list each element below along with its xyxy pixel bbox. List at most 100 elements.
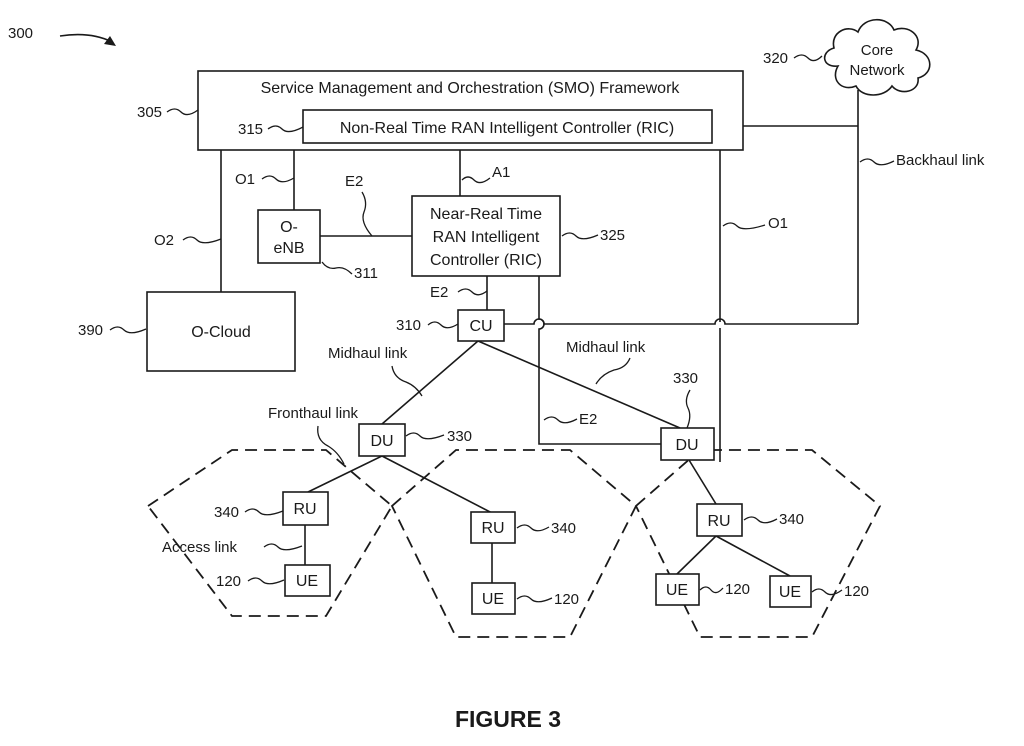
label-midhaul-right: Midhaul link [566, 339, 646, 356]
leader-core-network [793, 54, 823, 62]
leader-access [263, 543, 303, 551]
leader-ru-middle [516, 524, 550, 532]
ocloud-label: O-Cloud [191, 324, 251, 341]
ref-ue-middle: 120 [554, 591, 579, 608]
fronthaul-link-middle [381, 455, 495, 515]
ref-smo: 305 [137, 104, 162, 121]
near-rt-ric-label-line2: RAN Intelligent [433, 229, 540, 246]
figure-arrow [59, 33, 113, 43]
ref-ue-left: 120 [216, 573, 241, 590]
leader-fronthaul [317, 425, 345, 465]
leader-cu [427, 321, 459, 329]
ref-core-network: 320 [763, 50, 788, 67]
ru-box-left [282, 491, 329, 526]
core-network-cloud [823, 18, 931, 96]
ref-ru-right: 340 [779, 511, 804, 528]
smo-label: Service Management and Orchestration (SM… [261, 80, 681, 97]
ru-label-middle: RU [481, 520, 504, 537]
core-network-label-line2: Network [849, 62, 905, 79]
core-network-label-line1: Core [861, 42, 894, 59]
leader-non-rt-ric [267, 125, 304, 133]
leader-o1-left [261, 175, 295, 183]
oenb-box [257, 209, 321, 264]
near-rt-ric-box [411, 195, 561, 277]
ue-box-middle [471, 582, 516, 615]
leader-e2-oenb [361, 191, 373, 237]
ue-label-middle: UE [482, 591, 504, 608]
non-rt-ric-box [302, 109, 713, 144]
oenb-label-line2: eNB [273, 240, 304, 257]
label-access: Access link [162, 539, 238, 556]
du-label-right: DU [675, 437, 698, 454]
cell-hexagon-right [634, 449, 882, 638]
leader-backhaul [859, 158, 895, 166]
ue-box-right-a [655, 573, 700, 606]
near-rt-ric-label-line1: Near-Real Time [430, 206, 542, 223]
leader-oenb [321, 261, 353, 275]
ref-ru-middle: 340 [551, 520, 576, 537]
label-e2-cu: E2 [430, 284, 448, 301]
ref-ocloud: 390 [78, 322, 103, 339]
non-rt-ric-label: Non-Real Time RAN Intelligent Controller… [340, 120, 674, 137]
leader-a1 [461, 176, 491, 184]
ru-label-right: RU [707, 513, 730, 530]
ru-label-left: RU [293, 501, 316, 518]
ru-box-right [696, 503, 743, 537]
ocloud-box [146, 291, 296, 372]
fronthaul-link-left [307, 455, 383, 493]
ref-ue-right-a: 120 [725, 581, 750, 598]
leader-e2-du [543, 416, 578, 424]
leader-ru-left [244, 508, 284, 516]
ref-ue-right-b: 120 [844, 583, 869, 600]
e2-link-du [538, 276, 661, 445]
du-box-left [358, 423, 406, 457]
cell-hexagon-left [146, 449, 394, 617]
label-o1-right: O1 [768, 215, 788, 232]
cu-box [457, 309, 505, 342]
ref-ru-left: 340 [214, 504, 239, 521]
ue-box-left [284, 564, 331, 597]
label-o2: O2 [154, 232, 174, 249]
ue-label-left: UE [296, 573, 318, 590]
label-fronthaul: Fronthaul link [268, 405, 359, 422]
figure-number: 300 [8, 25, 33, 42]
oenb-label-line1: O- [280, 219, 298, 236]
leader-ue-left [247, 577, 285, 585]
leader-o1-right [722, 222, 766, 230]
ref-near-rt-ric: 325 [600, 227, 625, 244]
leader-ue-right-a [699, 586, 724, 594]
du-box-right [660, 427, 715, 461]
fronthaul-link-right [688, 459, 717, 505]
leader-midhaul-right [595, 357, 631, 385]
ref-du-left: 330 [447, 428, 472, 445]
leader-smo [166, 108, 199, 116]
ue-label-right-a: UE [666, 582, 688, 599]
ru-box-middle [470, 511, 516, 544]
ue-label-right-b: UE [779, 584, 801, 601]
leader-du-left [405, 432, 445, 440]
leader-ue-right-b [811, 588, 843, 596]
midhaul-link-right [477, 340, 681, 429]
leader-ru-right [743, 516, 778, 524]
leader-o2 [182, 236, 222, 244]
du-label-left: DU [370, 433, 393, 450]
leader-ocloud [109, 326, 147, 334]
ref-non-rt-ric: 315 [238, 121, 263, 138]
ref-du-right: 330 [673, 370, 698, 387]
label-midhaul-left: Midhaul link [328, 345, 408, 362]
leader-du-right [685, 389, 691, 429]
label-backhaul: Backhaul link [896, 152, 985, 169]
figure-title: FIGURE 3 [455, 706, 561, 732]
figure-arrow-head [104, 36, 116, 46]
label-o1-left: O1 [235, 171, 255, 188]
ref-oenb: 311 [354, 265, 378, 282]
label-e2-du: E2 [579, 411, 597, 428]
midhaul-link-left [381, 340, 479, 425]
cu-backhaul-link [504, 318, 858, 325]
leader-near-rt-ric [561, 232, 599, 240]
leader-ue-middle [516, 595, 553, 603]
access-link-right-b [715, 535, 791, 577]
label-a1: A1 [492, 164, 510, 181]
ref-cu: 310 [396, 317, 421, 334]
